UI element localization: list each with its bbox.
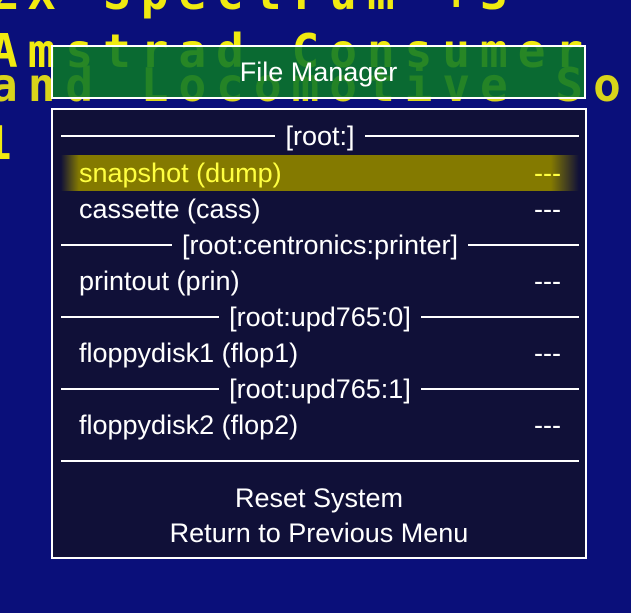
menu-item-label: floppydisk2 (flop2) <box>79 410 299 440</box>
menu-divider <box>61 460 579 462</box>
heading-rule <box>61 388 220 390</box>
heading-rule <box>468 244 579 246</box>
menu-item-label: printout (prin) <box>79 266 240 296</box>
return-previous-menu-button[interactable]: Return to Previous Menu <box>169 518 469 548</box>
section-heading-printer: [root:centronics:printer] <box>61 227 579 263</box>
menu-item-label: cassette (cass) <box>79 194 261 224</box>
heading-rule <box>61 316 220 318</box>
menu-item-value: --- <box>534 338 561 368</box>
file-manager-menu: [root:] snapshot (dump) --- cassette (ca… <box>51 108 587 559</box>
heading-rule <box>61 244 172 246</box>
menu-item-value: --- <box>534 194 561 224</box>
menu-item-value: --- <box>534 158 561 188</box>
menu-item-snapshot[interactable]: snapshot (dump) --- <box>61 155 579 191</box>
heading-rule <box>420 388 579 390</box>
section-heading-label: [root:upd765:0] <box>229 301 411 332</box>
reset-system-button[interactable]: Reset System <box>234 483 404 513</box>
section-heading-upd765-0: [root:upd765:0] <box>61 299 579 335</box>
menu-item-value: --- <box>534 266 561 296</box>
section-heading-label: [root:centronics:printer] <box>181 229 459 260</box>
heading-rule <box>420 316 579 318</box>
menu-item-label: snapshot (dump) <box>79 158 282 188</box>
section-heading-upd765-1: [root:upd765:1] <box>61 371 579 407</box>
menu-item-floppydisk2[interactable]: floppydisk2 (flop2) --- <box>61 407 579 443</box>
background-text: ZX Spectrum +3 <box>0 0 518 16</box>
menu-item-cassette[interactable]: cassette (cass) --- <box>61 191 579 227</box>
menu-item-label: floppydisk1 (flop1) <box>79 338 299 368</box>
menu-item-floppydisk1[interactable]: floppydisk1 (flop1) --- <box>61 335 579 371</box>
section-heading-label: [root:upd765:1] <box>229 373 411 404</box>
heading-rule <box>61 135 276 137</box>
menu-item-value: --- <box>534 410 561 440</box>
section-heading-root: [root:] <box>61 118 579 154</box>
section-heading-label: [root:] <box>285 120 355 151</box>
heading-rule <box>364 135 579 137</box>
menu-title-bar: File Manager <box>51 45 586 99</box>
background-text: 1 <box>0 120 22 166</box>
menu-title: File Manager <box>239 56 398 87</box>
menu-item-printout[interactable]: printout (prin) --- <box>61 263 579 299</box>
